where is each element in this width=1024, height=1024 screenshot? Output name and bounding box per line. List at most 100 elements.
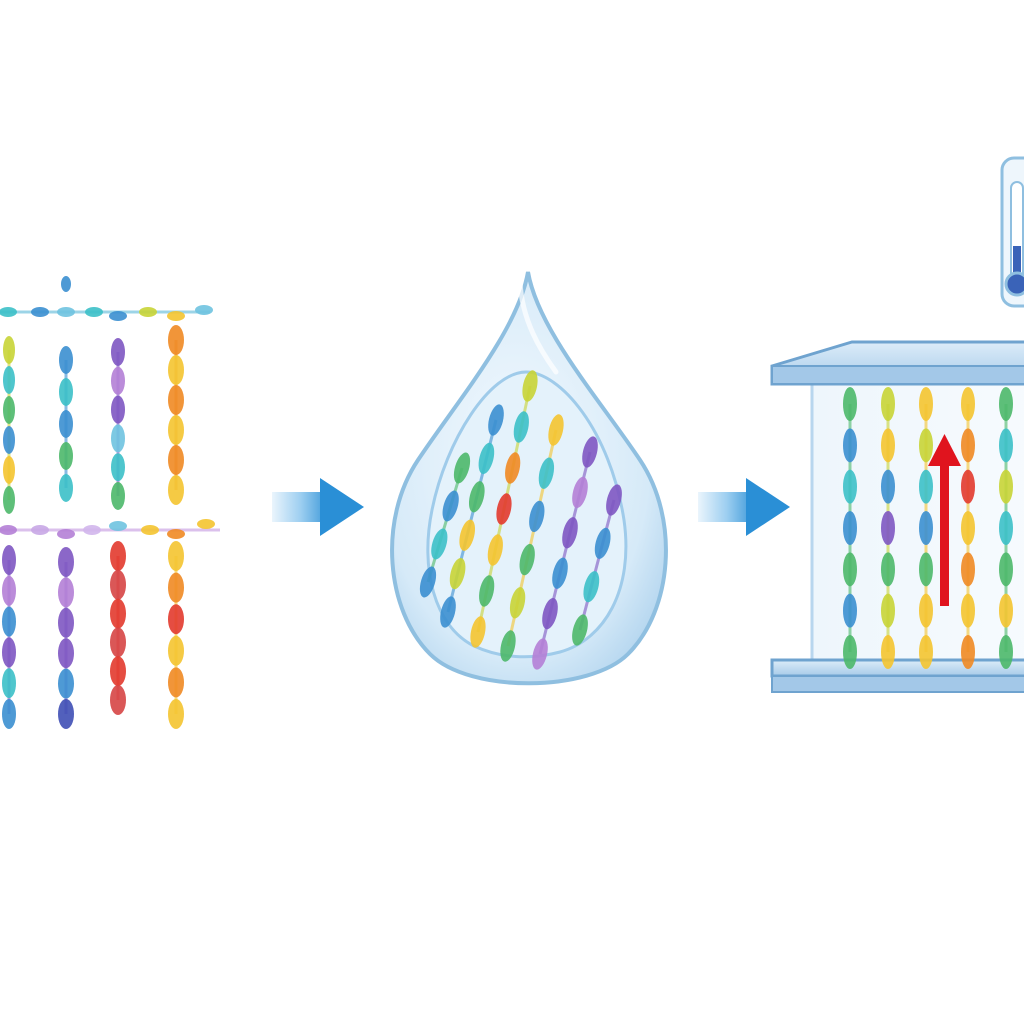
droplet-aligned-chains-group	[419, 370, 622, 670]
chain-bead	[3, 456, 15, 484]
chain-bead	[58, 607, 74, 638]
chain-bead	[572, 614, 588, 646]
chain-bead	[2, 606, 16, 637]
crossbar-bead	[109, 311, 127, 321]
chain-backbone	[426, 467, 464, 583]
chain-bead	[479, 575, 495, 607]
chain-bead	[111, 366, 125, 395]
chain-bead	[442, 490, 459, 522]
chain-bead	[3, 426, 15, 454]
chain-bead	[168, 355, 184, 385]
chain-bead	[843, 469, 857, 504]
chain-bead	[168, 445, 184, 475]
chain-bead	[522, 370, 538, 402]
chain-bead	[919, 511, 933, 545]
chain-bead	[110, 569, 126, 600]
chain-bead	[542, 597, 558, 630]
chain-bead	[961, 593, 975, 628]
chain-bead	[509, 587, 526, 619]
chain-bead	[532, 638, 548, 670]
chain-bead	[168, 541, 184, 571]
chain-bead	[440, 596, 456, 628]
chain-bead	[999, 593, 1013, 628]
chain-bead	[999, 428, 1013, 463]
crossbar-bead	[0, 525, 17, 535]
chain-bead	[59, 410, 73, 438]
chain-bead	[538, 457, 555, 489]
chain-bead	[2, 699, 16, 729]
crossbar-bead	[31, 307, 49, 317]
crossbar-bead	[195, 305, 213, 315]
chain-bead	[843, 635, 857, 669]
chain-bead	[843, 511, 857, 545]
chain-bead	[110, 685, 126, 715]
chain-bead	[58, 668, 74, 699]
chain-bead	[881, 635, 895, 669]
chain-bead	[58, 577, 74, 608]
chain-bead	[2, 637, 16, 668]
chain-bead	[843, 593, 857, 628]
chain-bead	[58, 699, 74, 729]
red-up-arrow-icon	[928, 434, 961, 606]
branch-bead	[61, 276, 71, 292]
droplet	[390, 271, 668, 686]
chain-bead	[999, 469, 1013, 504]
chain-bead	[59, 378, 73, 406]
chain-bead	[552, 557, 568, 589]
chain-bead	[459, 519, 476, 551]
chain-bead	[572, 476, 588, 509]
chain-bead	[110, 627, 126, 658]
crossbar-bead	[57, 307, 75, 317]
confinement-box	[770, 340, 1024, 693]
chain-bead	[2, 575, 16, 606]
crossbar-bead	[57, 529, 75, 539]
chain-bead	[478, 442, 495, 475]
process-arrow-1	[272, 478, 364, 536]
chain-bead	[2, 668, 16, 699]
chain-bead	[961, 552, 975, 587]
disordered-chains-group	[0, 276, 220, 729]
chain-bead	[505, 452, 521, 484]
chain-bead	[496, 493, 512, 525]
thermometer-icon	[1000, 156, 1024, 308]
chain-bead	[919, 428, 933, 463]
chain-bead	[2, 545, 16, 575]
chain-bead	[58, 547, 74, 577]
chain-bead	[168, 699, 184, 729]
chain-bead	[999, 635, 1013, 669]
chain-bead	[168, 572, 184, 603]
chain-bead	[487, 534, 503, 566]
chain-bead	[919, 635, 933, 669]
chain-bead	[594, 527, 611, 559]
chain-bead	[961, 469, 975, 504]
chain-bead	[529, 500, 545, 533]
crossbar-bead	[167, 311, 185, 321]
chain-bead	[168, 325, 184, 355]
crossbar-bead	[109, 521, 127, 531]
chain-bead	[999, 387, 1013, 421]
chain-bead	[881, 552, 895, 587]
chain-bead	[999, 552, 1013, 587]
chain-bead	[881, 387, 895, 421]
chain-bead	[111, 482, 125, 510]
chain-bead	[919, 387, 933, 421]
chain-bead	[168, 667, 184, 698]
chain-bead	[3, 366, 15, 394]
crossbar-bead	[85, 307, 103, 317]
chain-bead	[58, 638, 74, 669]
chain-bead	[881, 469, 895, 504]
crossbar-bead	[83, 525, 101, 535]
chain-bead	[999, 511, 1013, 545]
chain-bead	[961, 387, 975, 421]
chain-bead	[59, 442, 73, 470]
chain-bead	[843, 552, 857, 587]
chain-bead	[168, 604, 184, 635]
process-arrow-2	[698, 478, 790, 536]
chain-bead	[961, 635, 975, 669]
chain-bead	[453, 452, 471, 484]
confined-heated-chains-group	[843, 387, 1013, 669]
crossbar-bead	[31, 525, 49, 535]
chain-bead	[606, 484, 622, 516]
chain-bead	[919, 469, 933, 504]
